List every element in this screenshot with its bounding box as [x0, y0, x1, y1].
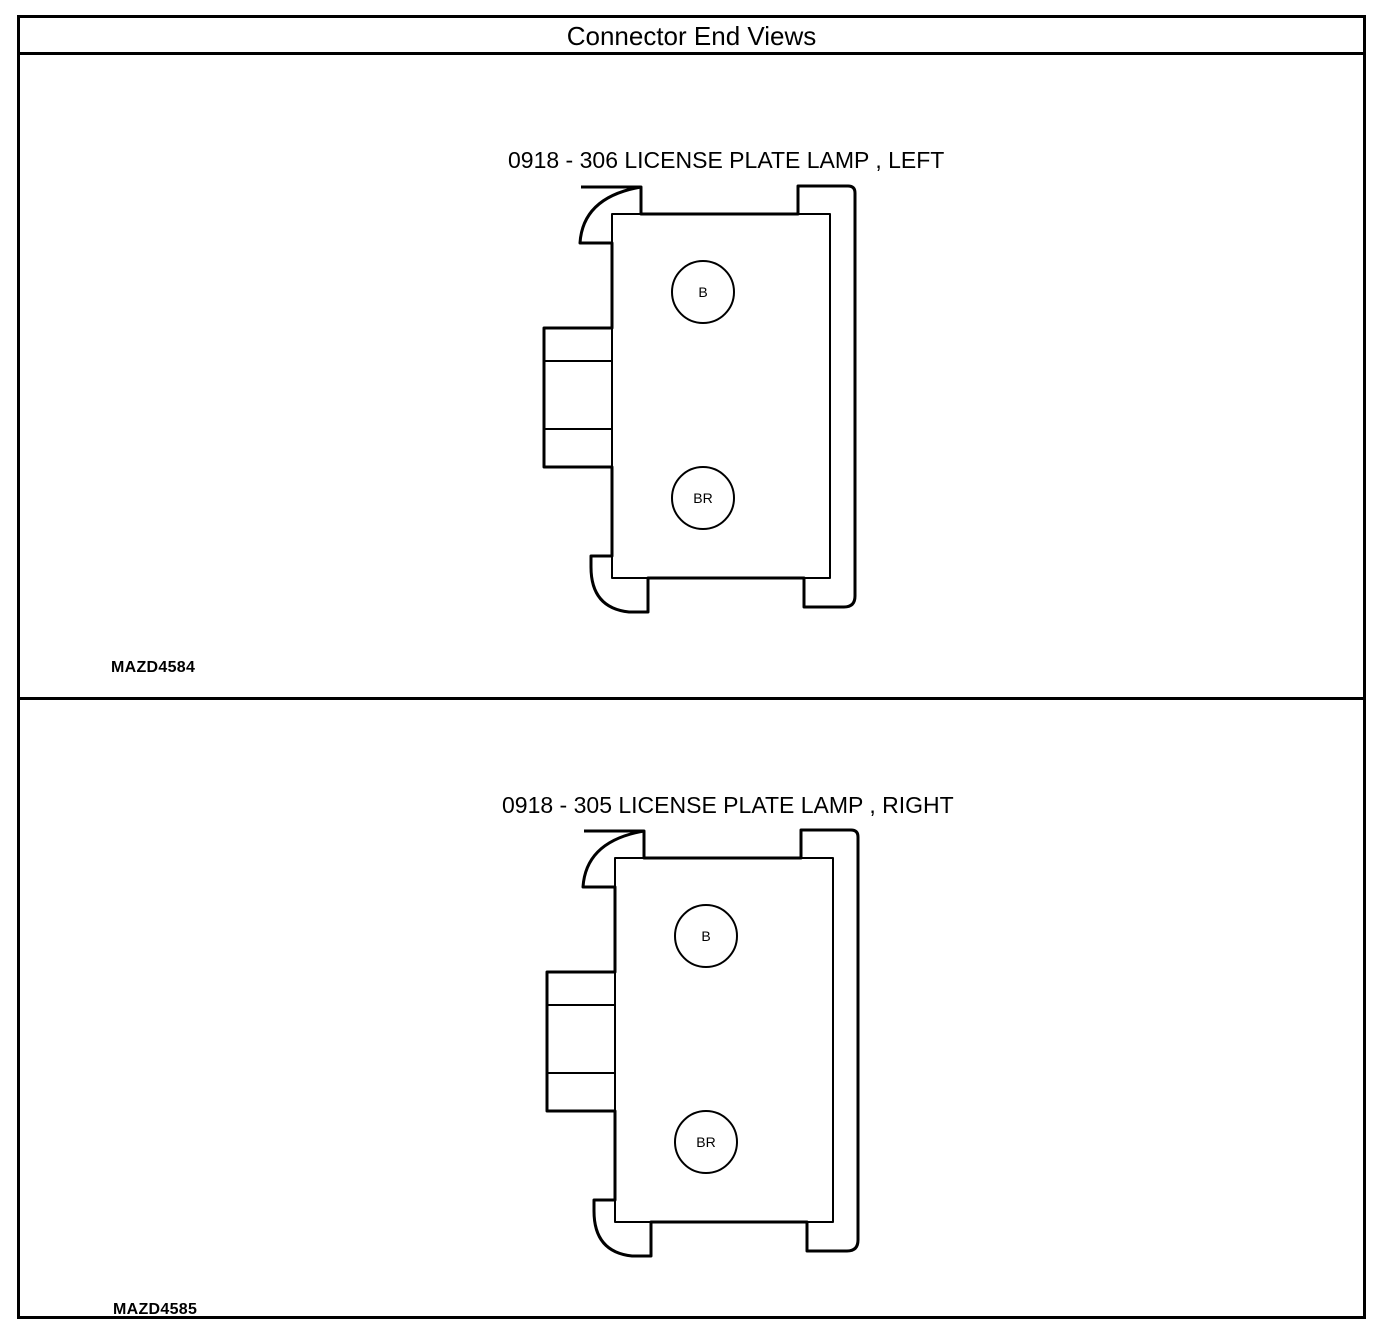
connector-face	[614, 857, 834, 1223]
diagram-frame: Connector End Views 0918 - 306 LICENSE P…	[17, 15, 1366, 1319]
page-title: Connector End Views	[20, 18, 1363, 55]
pin-cavity-b	[674, 904, 738, 968]
connector-panel-left: 0918 - 306 LICENSE PLATE LAMP , LEFT B B…	[20, 55, 1363, 700]
connector-outer-shell	[545, 828, 860, 1258]
figure-id: MAZD4585	[113, 1301, 198, 1318]
pin-label-br: BR	[696, 1134, 715, 1150]
connector-title: 0918 - 306 LICENSE PLATE LAMP , LEFT	[508, 147, 945, 173]
connector-title: 0918 - 305 LICENSE PLATE LAMP , RIGHT	[502, 792, 954, 818]
pin-label-b: B	[698, 284, 707, 300]
connector-end-view-drawing: B BR	[545, 828, 860, 1258]
figure-id: MAZD4584	[111, 659, 196, 676]
connector-end-view-drawing: B BR	[542, 184, 857, 614]
pin-cavity-br	[674, 1110, 738, 1174]
pin-cavity-br	[671, 466, 735, 530]
pin-label-b: B	[701, 928, 710, 944]
pin-label-br: BR	[693, 490, 712, 506]
connector-panel-right: 0918 - 305 LICENSE PLATE LAMP , RIGHT B …	[20, 700, 1363, 1318]
connector-outer-shell	[542, 184, 857, 614]
connector-face	[611, 213, 831, 579]
pin-cavity-b	[671, 260, 735, 324]
